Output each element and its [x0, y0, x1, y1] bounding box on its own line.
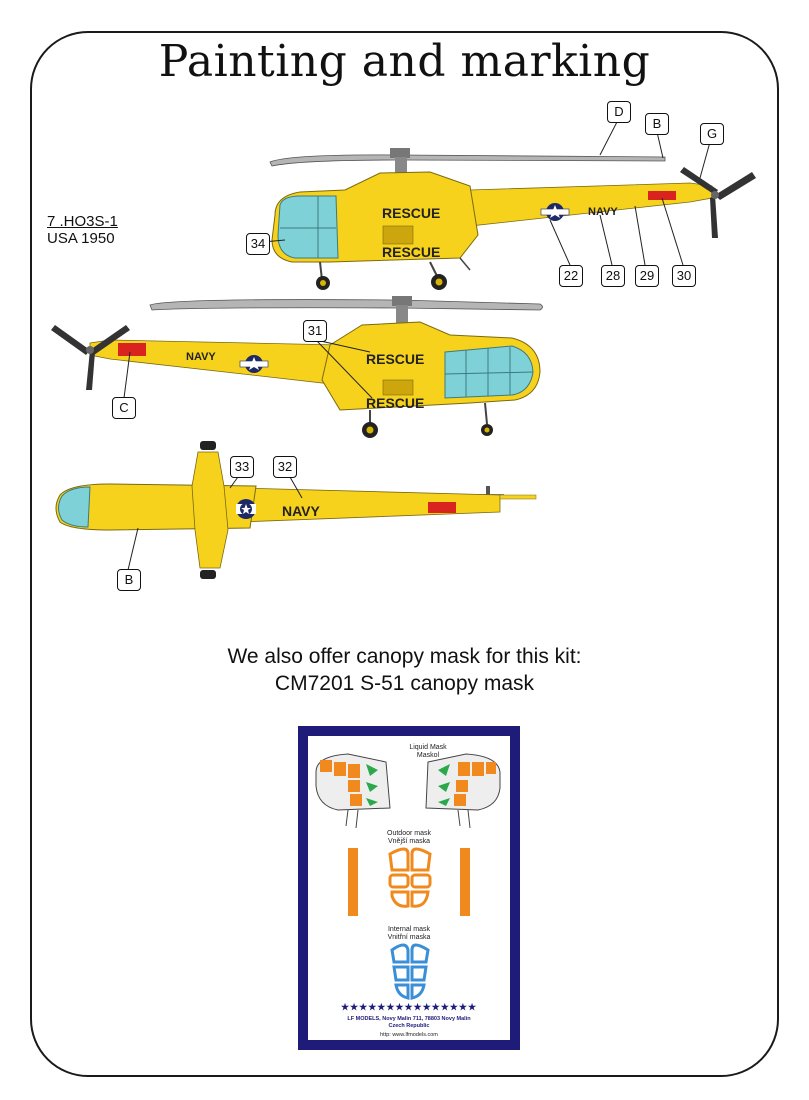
navy-marking: NAVY	[588, 206, 618, 218]
callout-30: 30	[672, 265, 696, 287]
rescue-marking: RESCUE	[382, 205, 440, 221]
callout-c: C	[112, 397, 136, 419]
company-address: LF MODELS, Novy Malin 711, 78803 Novy Ma…	[347, 1016, 471, 1022]
company-url: http: www.lfmodels.com	[380, 1032, 438, 1038]
navy-marking: NAVY	[282, 503, 321, 519]
offer-text: We also offer canopy mask for this kit: …	[0, 643, 809, 697]
callout-g: G	[700, 123, 724, 145]
mask-illustration	[315, 753, 501, 1000]
callout-33: 33	[230, 456, 254, 478]
offer-product: CM7201 S-51 canopy mask	[274, 672, 535, 695]
internal-mask-label-cz: Vnitřní maska	[387, 934, 431, 941]
outdoor-mask-label: Outdoor mask	[387, 830, 431, 837]
helicopter-left-view: RESCUE RESCUE NAVY	[51, 296, 543, 438]
rescue-marking: RESCUE	[366, 351, 424, 367]
liquid-mask-label: Liquid Mask Maskol	[409, 744, 447, 759]
callout-22: 22	[559, 265, 583, 287]
rescue-marking: RESCUE	[366, 395, 424, 411]
plate-caption: 7 .HO3S-1 USA 1950	[47, 213, 118, 247]
canopy-mask-card: Liquid Mask Maskol Outdoor mask Vnější m…	[298, 726, 520, 1050]
plate-subtitle: USA 1950	[47, 230, 115, 247]
outdoor-mask-label-cz: Vnější maska	[387, 838, 431, 845]
callout-29: 29	[635, 265, 659, 287]
mask-sheet: Liquid Mask Maskol Outdoor mask Vnější m…	[308, 736, 510, 1040]
page-title: Painting and marking	[158, 36, 651, 87]
callout-28: 28	[601, 265, 625, 287]
helicopter-plan-view: NAVY	[55, 441, 537, 579]
callout-b: B	[645, 113, 669, 135]
helicopter-illustrations: RESCUE RESCUE NAVY	[51, 119, 756, 579]
company-country: Czech Republic	[388, 1023, 430, 1029]
callout-31: 31	[303, 320, 327, 342]
stars-row: ★★★★★★★★★★★★★★★	[340, 1002, 478, 1012]
plate-code: 7 .HO3S-1	[47, 213, 118, 230]
callout-32: 32	[273, 456, 297, 478]
helicopter-right-view: RESCUE RESCUE NAVY	[262, 119, 756, 290]
callout-d: D	[607, 101, 631, 123]
internal-mask-label: Internal mask	[387, 926, 431, 933]
callout-34: 34	[246, 233, 270, 255]
page-frame	[30, 31, 779, 1077]
offer-line: We also offer canopy mask for this kit:	[227, 645, 582, 668]
navy-marking: NAVY	[186, 351, 216, 363]
callout-b: B	[117, 569, 141, 591]
rescue-marking: RESCUE	[382, 244, 440, 260]
